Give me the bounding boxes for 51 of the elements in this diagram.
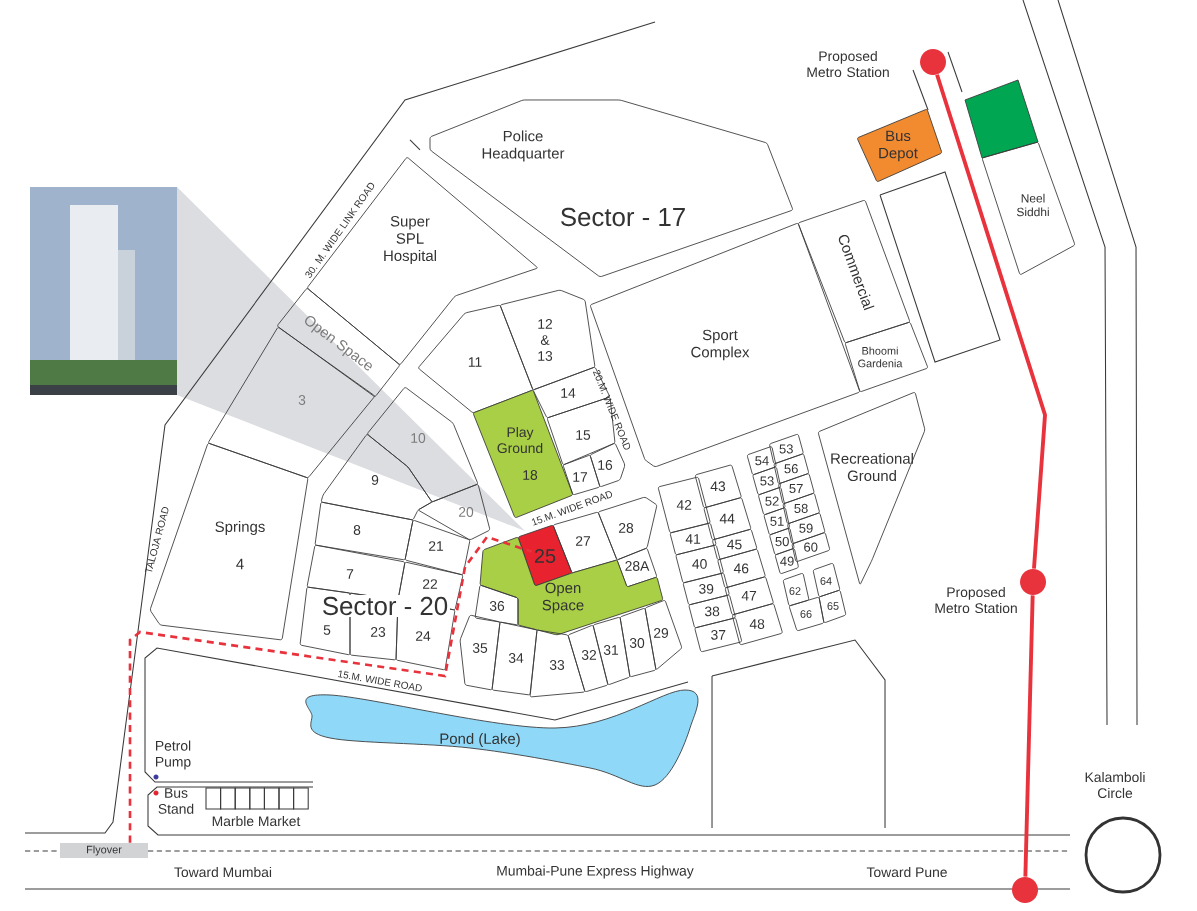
node-label: Kalamboli Circle [1085,771,1145,799]
road-label: TALOJA ROAD [144,507,169,573]
land-plot: 56 [773,453,809,484]
land-plot: Bhoomi Gardenia [845,322,928,392]
land-plot: 48 [732,603,783,646]
land-plot: Bus Depot [857,109,942,182]
land-plot: 20 [418,484,491,540]
land-plot: 53 [769,434,804,464]
land-plot: 34 [491,621,538,696]
land-plot: 53 [752,466,781,495]
land-plot: 35 [459,614,501,691]
area-label: Sector - 20 [320,595,450,617]
land-plot: 54 [746,446,777,475]
metro-line [935,74,1047,569]
land-plot: 36 [474,585,519,626]
land-plot: 62 [782,573,810,606]
map-label: Marble Market [212,815,301,827]
land-plot: 40 [675,544,724,584]
land-plot: Neel Siddhi [982,141,1075,275]
land-plot: 64 [812,563,841,597]
map-label: Mumbai-Pune Express Highway [497,865,694,879]
land-plot: 51 [763,507,790,535]
land-plot: 29 [644,600,682,670]
map-label: Bus Stand [158,788,194,814]
metro-line [1023,595,1035,877]
road-label: 15.M. WIDE ROAD [338,670,422,692]
land-plot: 41 [669,522,717,556]
building-picture [30,187,177,395]
map-label: Toward Pune [866,866,947,878]
land-plot: 38 [688,594,736,629]
land-plot: 39 [682,572,730,606]
land-plot: 49 [774,548,799,574]
land-plot: 58 [782,493,820,524]
land-plot: 66 [789,597,825,631]
land-plot: 65 [818,590,847,623]
land-plot: 50 [769,527,795,555]
land-plot: 52 [758,487,786,515]
route-line [128,535,533,843]
land-plot: 8 [314,501,414,561]
land-plot: 47 [724,576,774,616]
land-plot: 21 [404,520,471,576]
map-label: Petrol Pump [156,740,191,770]
store-plot [964,79,1039,159]
flyover-sign: Flyover [60,843,148,858]
map-label: Toward Mumbai [174,866,272,878]
land-plot: 57 [778,473,815,504]
land-plot: 45 [712,529,758,561]
land-plot: 42 [657,476,711,534]
land-plot: 43 [694,464,742,509]
metro-station-marker [1012,877,1038,903]
land-plot: 37 [694,617,742,653]
